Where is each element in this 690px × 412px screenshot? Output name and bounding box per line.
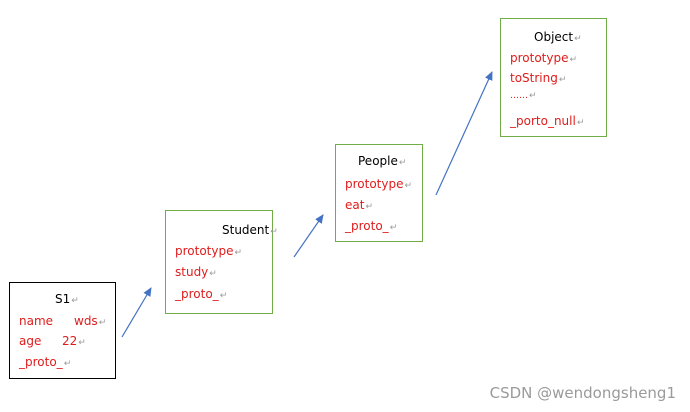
people-eat: eat↵ xyxy=(345,198,373,212)
student-prototype: prototype↵ xyxy=(175,244,243,258)
student-proto: _proto_↵ xyxy=(175,287,228,301)
people-prototype: prototype↵ xyxy=(345,177,413,191)
arrow-student-to-people xyxy=(293,214,324,258)
people-box: People↵ prototype↵ eat↵ _proto_↵ xyxy=(335,144,423,242)
watermark: CSDN @wendongsheng1 xyxy=(489,384,676,402)
object-porto-null: _porto_null↵ xyxy=(510,114,585,128)
people-title: People↵ xyxy=(358,154,407,168)
people-proto: _proto_↵ xyxy=(345,219,398,233)
s1-age-value: 22↵ xyxy=(62,334,86,348)
student-box: Student↵ prototype↵ study↵ _proto_↵ xyxy=(165,210,278,314)
object-title: Object↵ xyxy=(534,30,582,44)
arrow-people-to-object xyxy=(435,71,493,196)
object-tostring: toString↵ xyxy=(510,71,567,85)
s1-name-label: name xyxy=(19,314,54,328)
arrow-s1-to-student xyxy=(121,287,152,338)
s1-name-value: wds↵ xyxy=(74,314,107,328)
s1-title: S1↵ xyxy=(55,292,79,306)
s1-box: S1↵ name wds↵ age 22↵ _proto_↵ xyxy=(9,282,116,379)
student-title: Student↵ xyxy=(222,223,278,237)
s1-proto: _proto_↵ xyxy=(19,355,72,369)
object-prototype: prototype↵ xyxy=(510,51,578,65)
s1-age-label: age xyxy=(19,334,42,348)
object-ellipsis: ……↵ xyxy=(510,91,537,101)
student-study: study↵ xyxy=(175,265,217,279)
object-box: Object↵ prototype↵ toString↵ ……↵ _porto_… xyxy=(500,18,607,137)
